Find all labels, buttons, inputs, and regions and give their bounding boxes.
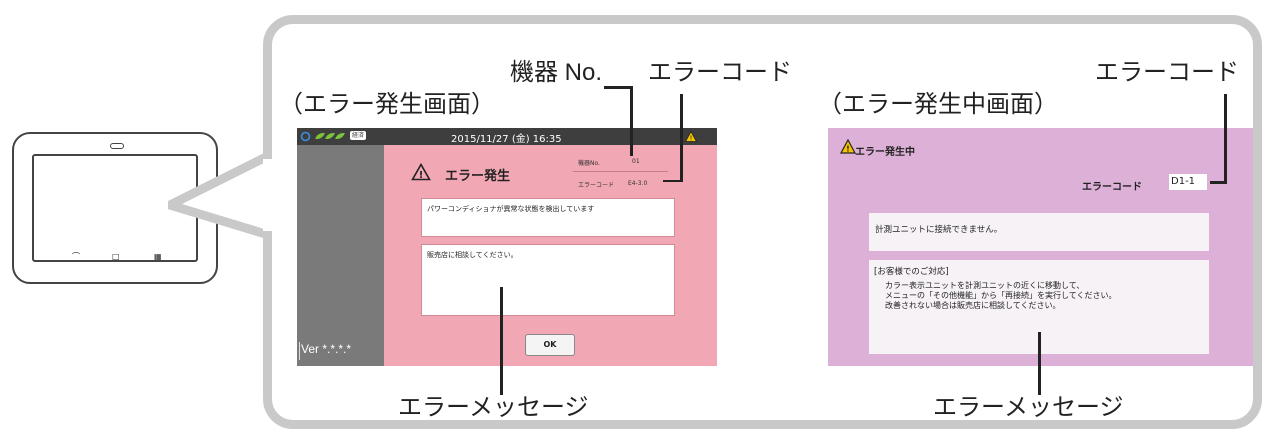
screen1-heading: （エラー発生画面）: [279, 91, 495, 118]
leaf-icon: [325, 133, 335, 139]
response-line-2: メニューの「その他機能」から「再接続」を実行してください。: [885, 291, 1117, 300]
datetime: 2015/11/27 (金) 16:35: [451, 134, 562, 145]
error-ongoing-screen: ! エラー発生中 エラーコード D1-1 計測ユニットに接続できません。 [お客…: [828, 128, 1253, 366]
leaf-icon: [335, 133, 345, 139]
device-back-button: ⌒: [72, 252, 80, 261]
advice-message-box: 販売店に相談してください。: [421, 244, 675, 316]
status-badge: 経済: [350, 131, 367, 140]
leader-line: [1224, 94, 1227, 184]
error-title: エラー発生: [445, 169, 511, 184]
svg-text:!: !: [419, 170, 424, 181]
device-home-button: □: [112, 252, 120, 261]
leader-line: [1038, 332, 1041, 395]
leader-line: [680, 94, 683, 182]
pointer-join: [263, 159, 272, 231]
leader-line: [604, 86, 633, 89]
device-menu-button: ▦: [154, 252, 162, 261]
warning-icon: !: [685, 131, 697, 142]
side-panel: [297, 145, 384, 366]
ok-button[interactable]: OK: [525, 334, 575, 356]
warning-icon: !: [840, 139, 856, 154]
power-icon: [300, 131, 311, 142]
leader-line: [500, 287, 503, 395]
error-occurrence-screen: 経済 2015/11/27 (金) 16:35 ! Ver *.*.*.* ! …: [297, 128, 717, 366]
error-message-callout-label-left: エラーメッセージ: [398, 394, 589, 421]
svg-text:!: !: [690, 135, 693, 143]
leaf-icon: [315, 133, 325, 139]
error-code-value: E4-3.0: [628, 180, 648, 187]
device-no-value: 01: [632, 158, 640, 165]
version-label: Ver *.*.*.*: [301, 342, 352, 356]
response-line-3: 改善されない場合は販売店に相談してください。: [885, 301, 1061, 310]
error-code-callout-label-left: エラーコード: [648, 59, 792, 86]
error-ongoing-title: エラー発生中: [855, 147, 915, 158]
error-code-label: エラーコード: [1082, 182, 1142, 193]
error-code-label: エラーコード: [578, 182, 615, 189]
error-code-callout-label-right: エラーコード: [1095, 59, 1239, 86]
leader-line: [663, 180, 683, 182]
side-divider: [299, 342, 300, 360]
error-message-callout-label-right: エラーメッセージ: [933, 394, 1124, 421]
callout-pointer: [168, 150, 275, 240]
device-no-label: 機器No.: [578, 160, 600, 167]
warning-icon: !: [411, 163, 431, 181]
error-message-box: パワーコンディショナが異常な状態を検出しています: [421, 198, 675, 237]
leader-line: [1210, 181, 1227, 184]
status-bar: 経済 2015/11/27 (金) 16:35 !: [297, 128, 717, 145]
response-line-1: カラー表示ユニットを計測ユニットの近くに移動して、: [885, 281, 1085, 290]
divider: [573, 171, 668, 172]
error-message-text: 計測ユニットに接続できません。: [875, 225, 1003, 235]
error-code-value: D1-1: [1169, 174, 1207, 190]
svg-text:!: !: [846, 145, 850, 154]
screen2-heading: （エラー発生中画面）: [818, 91, 1058, 118]
response-heading: [お客様でのご対応]: [874, 267, 949, 277]
device-no-callout-label: 機器 No.: [510, 59, 603, 86]
device-camera-slot: [110, 143, 124, 149]
leader-line: [630, 86, 633, 156]
error-message-box: 計測ユニットに接続できません。: [869, 213, 1209, 251]
